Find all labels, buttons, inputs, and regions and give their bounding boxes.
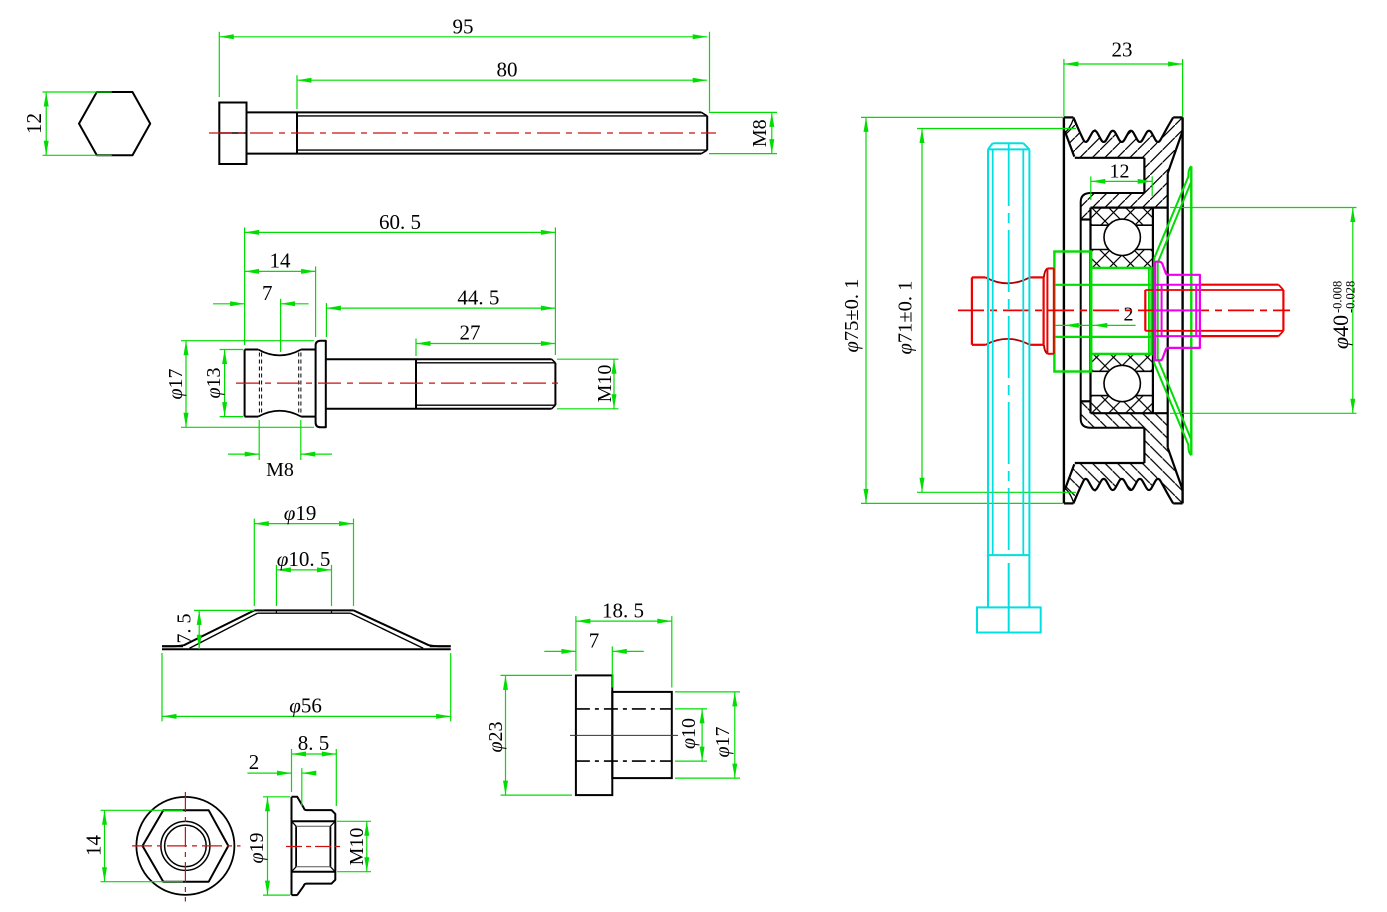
- svg-text:φ17: φ17: [712, 726, 734, 757]
- svg-text:14: 14: [82, 835, 106, 857]
- svg-text:8. 5: 8. 5: [298, 731, 330, 755]
- svg-text:80: 80: [497, 58, 518, 82]
- svg-text:φ17: φ17: [165, 368, 187, 399]
- svg-text:φ71±0. 1: φ71±0. 1: [895, 281, 917, 355]
- svg-text:60. 5: 60. 5: [379, 210, 421, 234]
- svg-text:27: 27: [460, 321, 481, 345]
- svg-text:φ10. 5: φ10. 5: [277, 547, 331, 571]
- svg-text:M10: M10: [346, 828, 368, 866]
- svg-text:-0.028: -0.028: [1344, 281, 1358, 313]
- svg-text:7. 5: 7. 5: [174, 614, 196, 644]
- svg-text:M8: M8: [749, 119, 771, 147]
- svg-text:44. 5: 44. 5: [457, 285, 499, 309]
- svg-text:φ13: φ13: [203, 367, 225, 398]
- svg-text:12: 12: [22, 113, 46, 134]
- svg-text:7: 7: [589, 628, 600, 652]
- svg-text:φ19: φ19: [284, 501, 317, 525]
- svg-text:φ10: φ10: [678, 718, 700, 749]
- svg-text:2: 2: [249, 750, 260, 774]
- svg-text:-0.008: -0.008: [1331, 281, 1345, 313]
- svg-text:φ40: φ40: [1328, 315, 1353, 349]
- svg-text:M10: M10: [594, 365, 616, 403]
- svg-text:12: 12: [1110, 160, 1130, 182]
- svg-text:M8: M8: [266, 459, 294, 481]
- svg-text:95: 95: [453, 15, 474, 39]
- svg-text:2: 2: [1124, 303, 1134, 325]
- svg-text:φ56: φ56: [289, 693, 322, 717]
- svg-text:φ23: φ23: [485, 721, 507, 752]
- svg-text:φ19: φ19: [246, 832, 268, 863]
- svg-text:18. 5: 18. 5: [602, 598, 644, 622]
- svg-text:φ75±0. 1: φ75±0. 1: [841, 279, 863, 353]
- svg-text:7: 7: [262, 281, 273, 305]
- svg-text:14: 14: [270, 249, 292, 273]
- svg-text:23: 23: [1112, 38, 1133, 62]
